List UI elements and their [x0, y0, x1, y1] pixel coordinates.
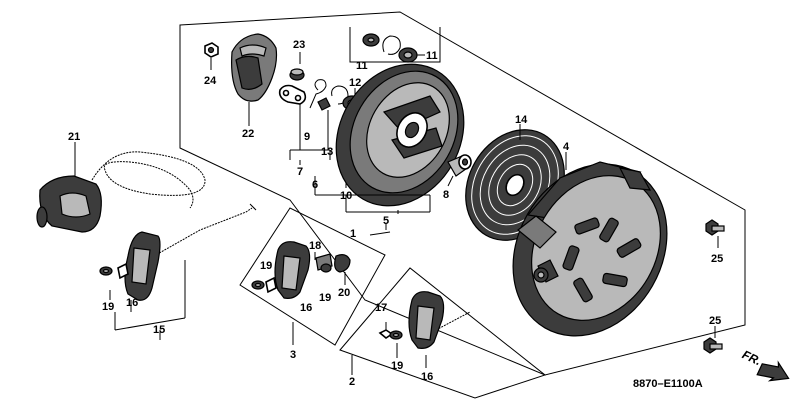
- part-20-clip: [334, 254, 351, 273]
- group-outline-upper-parts: [349, 27, 441, 63]
- part-16-grommet: [117, 262, 129, 280]
- part-19-rope-clip: [99, 266, 113, 276]
- callout-19b: 19: [260, 260, 272, 272]
- callout-20: 20: [338, 287, 350, 299]
- part-21-starter-rope: [36, 142, 206, 233]
- part-19-clip-a3: [251, 280, 265, 290]
- callout-7: 7: [297, 166, 303, 178]
- callout-9: 9: [304, 131, 310, 143]
- callout-16c: 16: [421, 371, 433, 383]
- group-outline-assembly-2: [339, 267, 547, 399]
- callout-24: 24: [204, 75, 217, 87]
- callout-11b: 11: [426, 50, 438, 62]
- callout-14: 14: [515, 114, 528, 126]
- part-5-reel-pulley: [335, 63, 465, 214]
- direction-label: FR.: [740, 347, 763, 368]
- callout-1: 1: [350, 228, 356, 240]
- callout-5: 5: [383, 215, 389, 227]
- part-25-flange-bolt-lower: [703, 326, 723, 354]
- callout-11a: 11: [356, 60, 368, 72]
- callout-19d: 19: [391, 360, 403, 372]
- callout-23: 23: [293, 39, 305, 51]
- callout-10: 10: [340, 190, 352, 202]
- callout-3: 3: [290, 349, 296, 361]
- callout-22: 22: [242, 128, 254, 140]
- front-direction-arrow: [756, 360, 790, 382]
- callout-25b: 25: [709, 315, 721, 327]
- case-ventilation-slots: [562, 217, 642, 303]
- part-23-collar: [289, 52, 305, 81]
- callout-19c: 19: [319, 292, 331, 304]
- callout-4: 4: [563, 141, 570, 153]
- callout-2: 2: [349, 376, 355, 388]
- callout-brackets: [289, 149, 431, 236]
- callout-25a: 25: [711, 253, 723, 265]
- callout-16a: 16: [126, 297, 138, 309]
- callout-17: 17: [375, 302, 387, 314]
- callout-19a: 19: [102, 301, 114, 313]
- callout-16b: 16: [300, 302, 312, 314]
- group-outline-assembly-3: [239, 207, 386, 346]
- part-11-circlip-washers: [362, 33, 425, 63]
- assembly-15-handle: [99, 203, 257, 340]
- part-19-clip-a2: [389, 330, 403, 340]
- part-19-clip-a3b: [320, 263, 332, 273]
- callout-18: 18: [309, 240, 321, 252]
- part-9-pawl: [278, 84, 307, 150]
- callout-6: 6: [312, 179, 318, 191]
- part-22-cap: [231, 33, 278, 126]
- part-13-spring: [309, 79, 331, 150]
- callout-15: 15: [153, 324, 165, 336]
- assembly-3-handle: [251, 241, 351, 345]
- callout-numbers: 1 2 3 4 5 6 7 8 9 10 11 11 12 13 14 15 1…: [68, 39, 723, 388]
- callout-12: 12: [349, 77, 361, 89]
- callout-8: 8: [443, 189, 449, 201]
- part-25-flange-bolt-upper: [705, 219, 725, 248]
- assembly-2-handle: [351, 291, 471, 375]
- part-4-starter-case: [512, 152, 668, 337]
- diagram-code: 8870–E1100A: [633, 378, 703, 390]
- part-8-shaft: [447, 154, 472, 187]
- callout-13: 13: [321, 146, 333, 158]
- part-24-nut: [204, 42, 219, 70]
- callout-21: 21: [68, 131, 80, 143]
